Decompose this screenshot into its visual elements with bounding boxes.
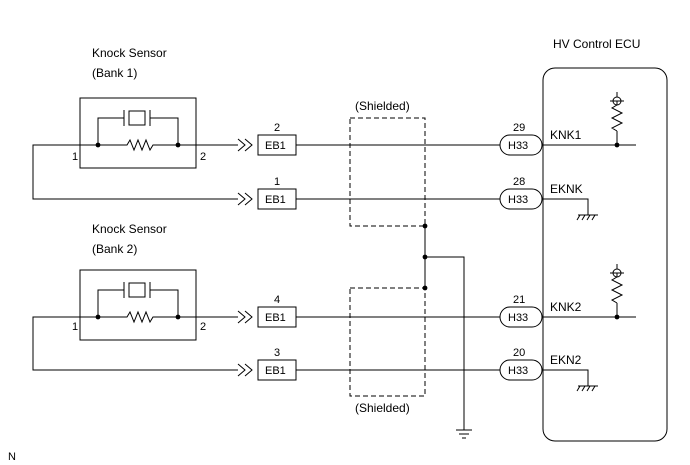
knock-sensor-bank1 xyxy=(79,97,197,169)
eb-connector-label: EB1 xyxy=(265,365,286,377)
connector-arrow-icon xyxy=(237,363,253,377)
sensor2-bank: (Bank 2) xyxy=(92,242,137,256)
knk1-pullup-icon xyxy=(610,92,624,148)
ecu-signal-label: KNK2 xyxy=(550,300,582,314)
h-connector xyxy=(499,306,543,328)
ecu-signal-label: EKN2 xyxy=(550,353,582,367)
shield-box-top xyxy=(349,117,426,227)
connector-arrow-icon xyxy=(237,192,253,206)
h-pin-number: 21 xyxy=(513,294,525,306)
h-pin-number: 20 xyxy=(513,347,525,359)
shield-junction-top xyxy=(422,223,428,229)
sensor1-pin-right: 2 xyxy=(200,151,206,163)
sensor2-pin-right: 2 xyxy=(200,321,206,333)
sensor2-return-wire xyxy=(32,316,238,371)
ecu-box xyxy=(542,67,668,442)
ecu-title: HV Control ECU xyxy=(553,37,640,51)
eb-connector-label: EB1 xyxy=(265,194,286,206)
eb-pin-number: 3 xyxy=(274,347,280,359)
eknk-ground-icon xyxy=(543,198,598,221)
shield-label-bottom: (Shielded) xyxy=(355,401,410,415)
h-connector-label: H33 xyxy=(508,365,528,377)
h-connector xyxy=(499,134,543,156)
knk2-pullup-icon xyxy=(610,264,624,320)
eb-pin-number: 1 xyxy=(274,176,280,188)
knock-sensor-bank2 xyxy=(79,269,197,341)
shield-label-top: (Shielded) xyxy=(355,99,410,113)
connector-arrow-icon xyxy=(237,138,253,152)
sensor2-pin-left: 1 xyxy=(72,321,78,333)
eb-pin-number: 4 xyxy=(274,294,280,306)
shield-ground-wire xyxy=(425,256,465,430)
eb-connector-label: EB1 xyxy=(265,312,286,324)
ecu-signal-label: KNK1 xyxy=(550,128,582,142)
ecu-signal-label: EKNK xyxy=(550,182,583,196)
sensor1-return-wire xyxy=(32,144,238,200)
corner-code: N xyxy=(8,451,16,463)
chassis-ground-icon xyxy=(456,429,472,439)
h-connector xyxy=(499,188,543,210)
shield-junction-bottom xyxy=(422,285,428,291)
h-connector-label: H33 xyxy=(508,194,528,206)
shield-junction-mid xyxy=(422,254,428,260)
sensor1-name: Knock Sensor xyxy=(92,46,167,60)
shield-box-bottom xyxy=(349,287,426,397)
eb-connector-label: EB1 xyxy=(265,140,286,152)
h-pin-number: 29 xyxy=(513,122,525,134)
ekn2-ground-icon xyxy=(543,369,598,392)
sensor1-pin-left: 1 xyxy=(72,151,78,163)
h-connector-label: H33 xyxy=(508,312,528,324)
h-pin-number: 28 xyxy=(513,176,525,188)
h-connector-label: H33 xyxy=(508,140,528,152)
sensor2-name: Knock Sensor xyxy=(92,222,167,236)
eb-pin-number: 2 xyxy=(274,122,280,134)
connector-arrow-icon xyxy=(237,310,253,324)
sensor1-bank: (Bank 1) xyxy=(92,66,137,80)
h-connector xyxy=(499,359,543,381)
